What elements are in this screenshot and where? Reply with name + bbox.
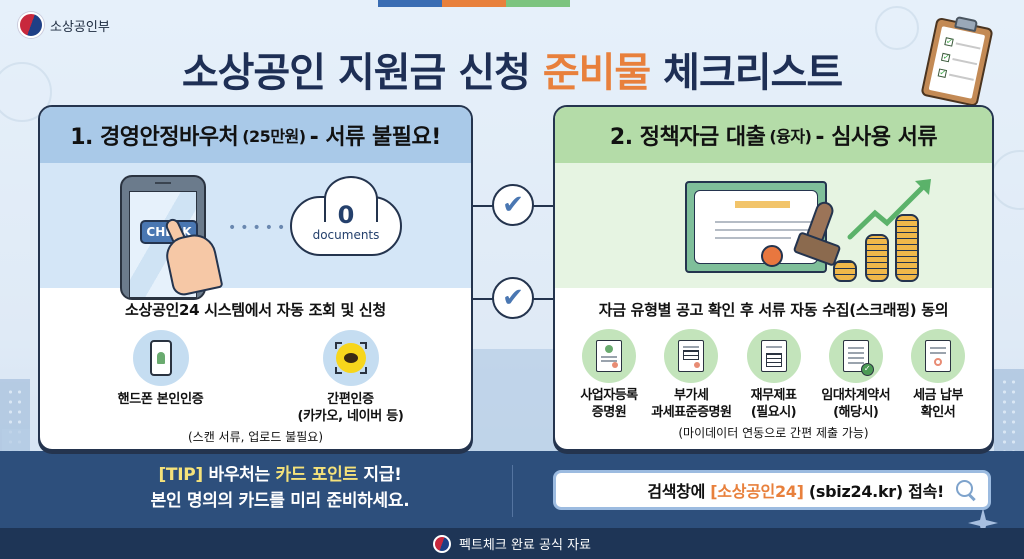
checkmark-circle-icon: ✔ [492, 184, 534, 226]
page-title: 소상공인 지원금 신청 준비물 체크리스트 [0, 40, 1024, 98]
top-bar-orange [442, 0, 506, 7]
title-part1: 소상공인 지원금 신청 [181, 50, 543, 96]
policy-loan-subtitle: 자금 유형별 공고 확인 후 서류 자동 수집(스크래핑) 동의 [598, 301, 949, 319]
vat-doc-icon [664, 329, 719, 383]
taegeuk-emblem-icon [433, 534, 451, 553]
heading-main: 2. 정책자금 대출 [609, 125, 766, 150]
document-sublabel: 확인서 [920, 405, 956, 420]
coin-stack-small-icon [833, 260, 857, 282]
kakao-chat-icon [322, 330, 379, 386]
heading-main: 1. 경영안정바우처 [70, 125, 239, 150]
top-bar-blue [378, 0, 442, 7]
search-text: 검색창에 [소상공인24] (sbiz24.kr) 접속! [647, 478, 944, 502]
document-label: 세금 납부 [913, 388, 963, 403]
tip-line2: 본인 명의의 카드를 미리 준비하세요. [150, 491, 410, 511]
search-prefix: 검색창에 [647, 482, 711, 501]
policy-loan-card: 2. 정책자금 대출 (융자) - 심사용 서류 자금 유형별 공고 확인 후 … [553, 105, 994, 451]
search-suffix: (sbiz24.kr) 접속! [803, 482, 944, 501]
voucher-card-heading: 1. 경영안정바우처 (25만원) - 서류 불필요! [40, 107, 471, 163]
business-registration-doc-icon [582, 329, 636, 383]
auth-method-phone: 핸드폰 본인인증 [101, 330, 221, 425]
heading-tail: - 심사용 서류 [815, 125, 938, 150]
policy-loan-card-heading: 2. 정책자금 대출 (융자) - 심사용 서류 [555, 107, 992, 163]
document-sublabel: 과세표준증명원 [651, 405, 732, 420]
search-box-illustration: 검색창에 [소상공인24] (sbiz24.kr) 접속! [553, 470, 991, 510]
heading-amount: (25만원) [242, 127, 306, 146]
growth-arrow-icon [847, 179, 931, 240]
document-item: ✓ 임대차계약서 (해당시) [816, 329, 896, 421]
tip-line1: [TIP] 바우처는 카드 포인트 지급! [60, 462, 500, 488]
coin-stack-large-icon [895, 214, 919, 282]
document-sublabel: (해당시) [833, 405, 879, 420]
voucher-card: 1. 경영안정바우처 (25만원) - 서류 불필요! CHECK ••••• … [38, 105, 473, 451]
hand-icon [162, 230, 224, 298]
traditional-ornament-top-right [875, 6, 919, 50]
document-label: 부가세 [674, 388, 709, 403]
top-color-bars [378, 0, 570, 7]
document-sublabel: 증명원 [591, 405, 627, 420]
taegeuk-emblem-icon [18, 12, 44, 38]
top-bar-green [506, 0, 570, 7]
tip-prefix: [TIP] [158, 465, 203, 485]
traditional-ornament-right [990, 150, 1024, 210]
phone-id-icon [132, 330, 189, 386]
tax-payment-doc-icon [911, 329, 965, 383]
heading-tail: - 서류 불필요! [309, 125, 442, 150]
document-sublabel: (필요시) [750, 405, 797, 420]
award-seal-icon [761, 245, 783, 267]
tip-text1: 바우처는 [202, 465, 276, 485]
dotted-connector: ••••• [228, 220, 290, 236]
tip-text2: 지급! [357, 465, 402, 485]
check-symbol: ✔ [502, 283, 524, 313]
heading-type: (융자) [769, 127, 812, 146]
auth-method-label: 간편인증 [327, 392, 374, 407]
lease-contract-doc-icon: ✓ [828, 329, 883, 383]
search-highlight: [소상공인24] [710, 482, 804, 501]
document-count: 0 [337, 201, 355, 229]
coin-stack-medium-icon [865, 234, 889, 282]
auth-method-label: 핸드폰 본인인증 [117, 392, 204, 407]
document-item: 재무제표 (필요시) [734, 329, 814, 421]
financial-statement-doc-icon [746, 329, 801, 383]
title-highlight: 준비물 [542, 50, 651, 96]
tip-message: [TIP] 바우처는 카드 포인트 지급! 본인 명의의 카드를 미리 준비하세… [60, 462, 500, 514]
document-label: 재무제표 [750, 388, 797, 403]
check-symbol: ✔ [502, 190, 524, 220]
checkmark-circle-icon: ✔ [492, 277, 534, 319]
policy-loan-note: (마이데이터 연동으로 간편 제출 가능) [678, 426, 869, 440]
ministry-logo: 소상공인부 [18, 12, 110, 38]
auth-method-sublabel: (카카오, 네이버 등) [297, 409, 404, 424]
org-name: 소상공인부 [50, 19, 110, 35]
title-part2: 체크리스트 [650, 50, 843, 96]
document-count-label: documents [312, 228, 380, 242]
traditional-ornament-left [0, 62, 52, 122]
voucher-note: (스캔 서류, 업로드 불필요) [187, 430, 324, 444]
auth-method-simple: 간편인증 (카카오, 네이버 등) [291, 330, 411, 425]
footer: 펙트체크 완료 공식 자료 [0, 528, 1024, 559]
cloud-icon: 0 documents [290, 176, 402, 256]
bottom-divider [512, 465, 513, 517]
document-label: 사업자등록 [580, 388, 638, 403]
certificate-icon [685, 181, 827, 273]
footer-text: 펙트체크 완료 공식 자료 [459, 538, 591, 553]
auth-methods: 핸드폰 본인인증 간편인증 (카카오, 네이버 등) [40, 330, 471, 425]
document-label: 임대차계약서 [821, 388, 891, 403]
policy-loan-illustration [555, 163, 992, 288]
voucher-subtitle: 소상공인24 시스템에서 자동 조회 및 신청 [125, 301, 386, 319]
search-icon [956, 480, 976, 500]
tip-highlight: 카드 포인트 [275, 465, 358, 485]
voucher-illustration: CHECK ••••• 0 documents [40, 163, 471, 300]
